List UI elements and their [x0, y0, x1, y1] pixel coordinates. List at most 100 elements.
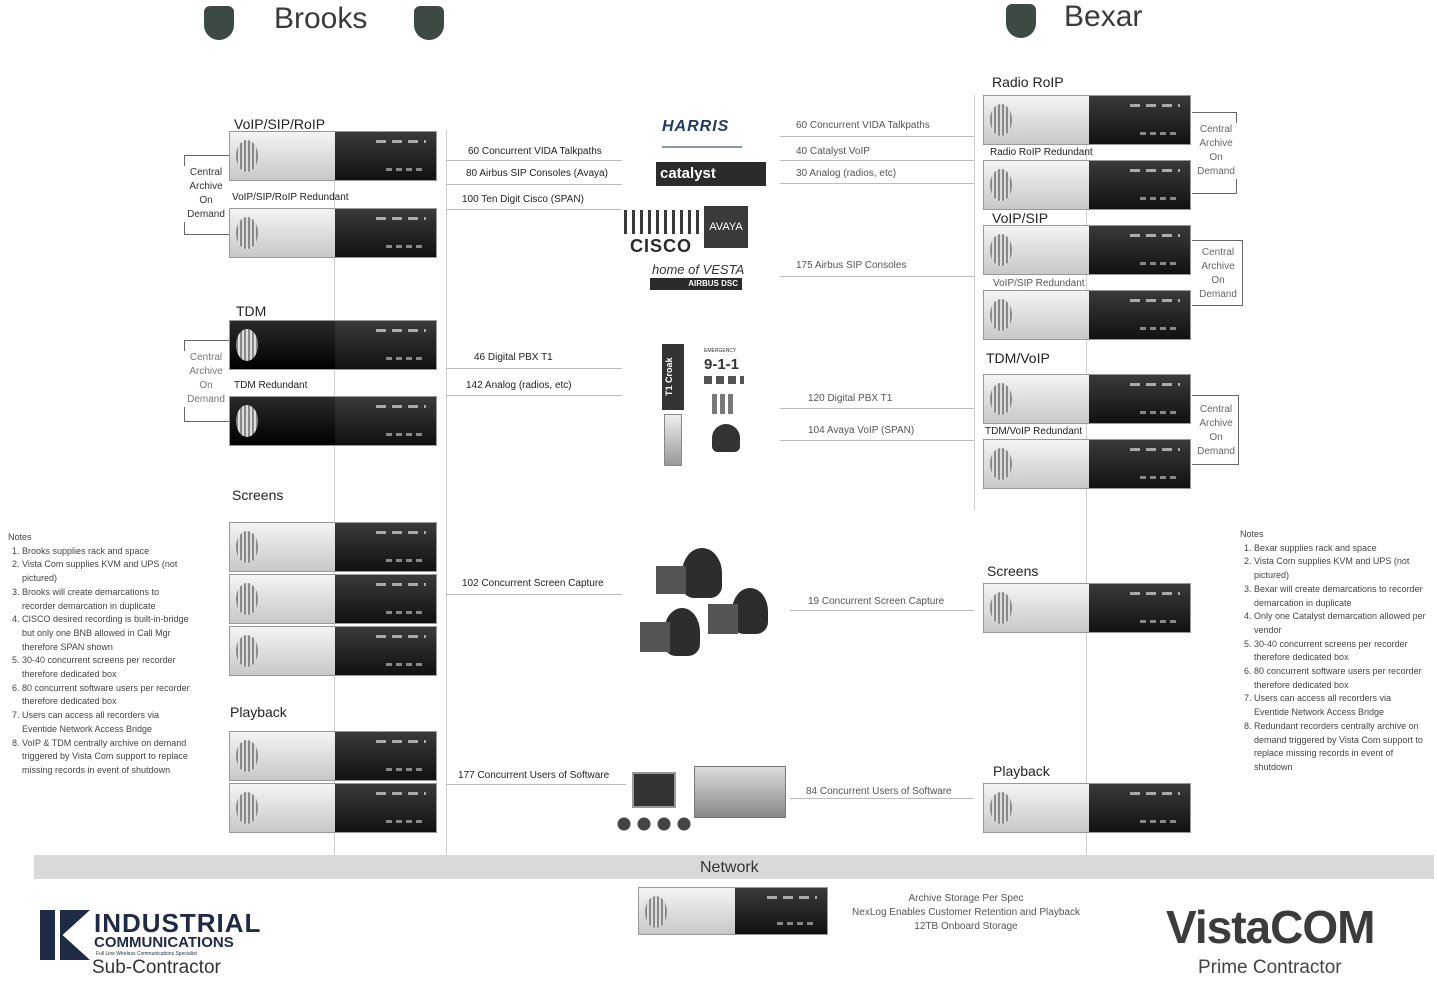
- brooks-note-item: Users can access all recorders via Event…: [22, 709, 192, 736]
- brooks-link-pbx: 46 Digital PBX T1: [474, 352, 553, 363]
- recorder-brooks-voip-redundant: [229, 208, 437, 258]
- bexar-note-item: Bexar supplies rack and space: [1254, 542, 1426, 556]
- cisco-bridge-icon: [624, 210, 702, 234]
- recorder-bexar-tdm-voip: [983, 374, 1191, 424]
- bexar-tdm-voip-redundant-label: TDM/VoIP Redundant: [985, 426, 1083, 437]
- brooks-badge-icon-right: [414, 6, 444, 40]
- bexar-link-analog: 30 Analog (radios, etc): [796, 168, 897, 179]
- brooks-link-line-1: [446, 160, 622, 161]
- brooks-link-airbus: 80 Airbus SIP Consoles (Avaya): [466, 168, 608, 179]
- vesta-logo-text: home of VESTA: [652, 262, 745, 277]
- brooks-link-vida: 60 Concurrent VIDA Talkpaths: [468, 146, 602, 157]
- bexar-link-software: 84 Concurrent Users of Software: [806, 786, 952, 797]
- recorder-brooks-screens-1: [229, 522, 437, 572]
- bexar-voip-sip-redundant-label: VoIP/SIP Redundant: [993, 278, 1085, 289]
- recorder-bexar-voip-sip: [983, 225, 1191, 275]
- network-storage-notes: Archive Storage Per Spec NexLog Enables …: [852, 893, 1080, 932]
- bexar-link-pbx: 120 Digital PBX T1: [808, 393, 893, 404]
- bexar-link-screens: 19 Concurrent Screen Capture: [808, 596, 945, 607]
- brooks-note-item: Vista Com supplies KVM and UPS (not pict…: [22, 558, 192, 585]
- bexar-voip-archive-bracket: [1192, 240, 1243, 306]
- bexar-radio-roip-redundant-label: Radio RoIP Redundant: [990, 147, 1093, 158]
- brooks-link-software: 177 Concurrent Users of Software: [458, 770, 610, 781]
- recorder-network-storage: [638, 887, 828, 935]
- network-band: [34, 855, 1434, 879]
- recorder-bexar-voip-sip-redundant: [983, 290, 1191, 340]
- brooks-tdm-heading: TDM: [236, 303, 267, 319]
- avaya-logo-text: AVAYA: [709, 221, 743, 233]
- bexar-tdm-voip-heading: TDM/VoIP: [986, 350, 1050, 366]
- industrial-communications-sub: COMMUNICATIONS: [94, 934, 234, 951]
- sub-contractor-label: Sub-Contractor: [92, 957, 221, 978]
- cisco-logo: CISCO: [630, 236, 693, 256]
- bexar-note-item: Redundant recorders centrally archive on…: [1254, 720, 1426, 775]
- brooks-notes-title: Notes: [8, 532, 32, 542]
- t1-croak-icon: [662, 344, 684, 410]
- bexar-note-item: Users can access all recorders via Event…: [1254, 692, 1426, 719]
- bexar-notes-title: Notes: [1240, 529, 1264, 539]
- brooks-note-item: VoIP & TDM centrally archive on demand t…: [22, 737, 192, 778]
- industrial-communications-tagline: Full Line Wireless Communications Specia…: [96, 951, 197, 957]
- bexar-voip-sip-heading: VoIP/SIP: [992, 210, 1049, 226]
- bexar-screens-heading: Screens: [987, 563, 1039, 579]
- brooks-note-item: Brooks supplies rack and space: [22, 545, 192, 559]
- brooks-link-line-7: [446, 784, 626, 785]
- catalyst-logo: catalyst: [656, 162, 766, 186]
- bexar-note-item: Vista Com supplies KVM and UPS (not pict…: [1254, 555, 1426, 582]
- brooks-link-line-6: [446, 594, 622, 595]
- radio-icon: [712, 394, 736, 414]
- nine11-label: 9-1-1: [704, 356, 740, 373]
- brooks-link-analog: 142 Analog (radios, etc): [466, 380, 572, 391]
- brooks-link-bus: [446, 130, 447, 855]
- bexar-link-avaya: 104 Avaya VoIP (SPAN): [808, 425, 915, 436]
- bexar-link-line-3: [780, 183, 974, 184]
- bexar-note-item: Only one Catalyst demarcation allowed pe…: [1254, 610, 1426, 637]
- t1-croak-label: T1 Croak: [664, 357, 674, 396]
- vistacom-logo: VistaCOM: [1166, 901, 1375, 953]
- bexar-title: Bexar: [1064, 0, 1143, 33]
- recorder-brooks-tdm: [229, 320, 437, 370]
- brooks-screens-heading: Screens: [232, 487, 284, 503]
- bexar-note-item: 30-40 concurrent screens per recorder th…: [1254, 638, 1426, 665]
- harris-tagline-line: [662, 146, 742, 148]
- airbus-logo: AIRBUS DSC: [650, 278, 742, 290]
- operator-icon-4: [664, 608, 700, 656]
- bexar-notes: Notes Bexar supplies rack and space Vist…: [1240, 528, 1426, 775]
- bexar-link-airbus: 175 Airbus SIP Consoles: [796, 260, 907, 271]
- recorder-brooks-voip: [229, 131, 437, 181]
- bexar-note-item: Bexar will create demarcations to record…: [1254, 583, 1426, 610]
- bexar-link-catalyst: 40 Catalyst VoIP: [796, 146, 870, 157]
- catalyst-logo-text: catalyst: [660, 165, 716, 182]
- brooks-link-line-2: [446, 184, 622, 185]
- brooks-note-item: 80 concurrent software users per recorde…: [22, 682, 192, 709]
- browser-icons: [614, 816, 696, 832]
- bexar-link-line-8: [790, 798, 974, 799]
- bexar-link-line-2: [780, 160, 974, 161]
- brooks-playback-heading: Playback: [230, 704, 287, 720]
- operator-monitor-icon-2: [708, 604, 738, 634]
- recorder-bexar-radio-roip: [983, 95, 1191, 145]
- bexar-tdm-archive-bracket: [1192, 395, 1239, 465]
- brooks-tdm-redundant-label: TDM Redundant: [234, 380, 308, 391]
- recorder-bexar-tdm-voip-redundant: [983, 439, 1191, 489]
- avaya-logo: AVAYA: [704, 206, 748, 248]
- operator-icon-3: [732, 588, 768, 634]
- recorder-bexar-screens: [983, 583, 1191, 633]
- recorder-bexar-playback: [983, 783, 1191, 833]
- bexar-note-item: 80 concurrent software users per recorde…: [1254, 665, 1426, 692]
- bexar-link-line-5: [780, 408, 974, 409]
- brooks-link-screens: 102 Concurrent Screen Capture: [462, 578, 604, 589]
- operator-icon-1: [682, 548, 722, 598]
- recorder-brooks-playback-1: [229, 731, 437, 781]
- brooks-link-cisco: 100 Ten Digit Cisco (SPAN): [462, 194, 584, 205]
- airbus-logo-text: AIRBUS DSC: [688, 279, 738, 288]
- dispatcher-icon: [712, 424, 740, 452]
- operator-monitor-icon-1: [640, 622, 670, 652]
- brooks-voip-redundant-label: VoIP/SIP/RoIP Redundant: [232, 192, 349, 203]
- bexar-badge-icon: [1006, 4, 1036, 38]
- recorder-bexar-radio-roip-redundant: [983, 160, 1191, 210]
- brooks-title: Brooks: [274, 2, 368, 35]
- brooks-link-line-5: [446, 395, 622, 396]
